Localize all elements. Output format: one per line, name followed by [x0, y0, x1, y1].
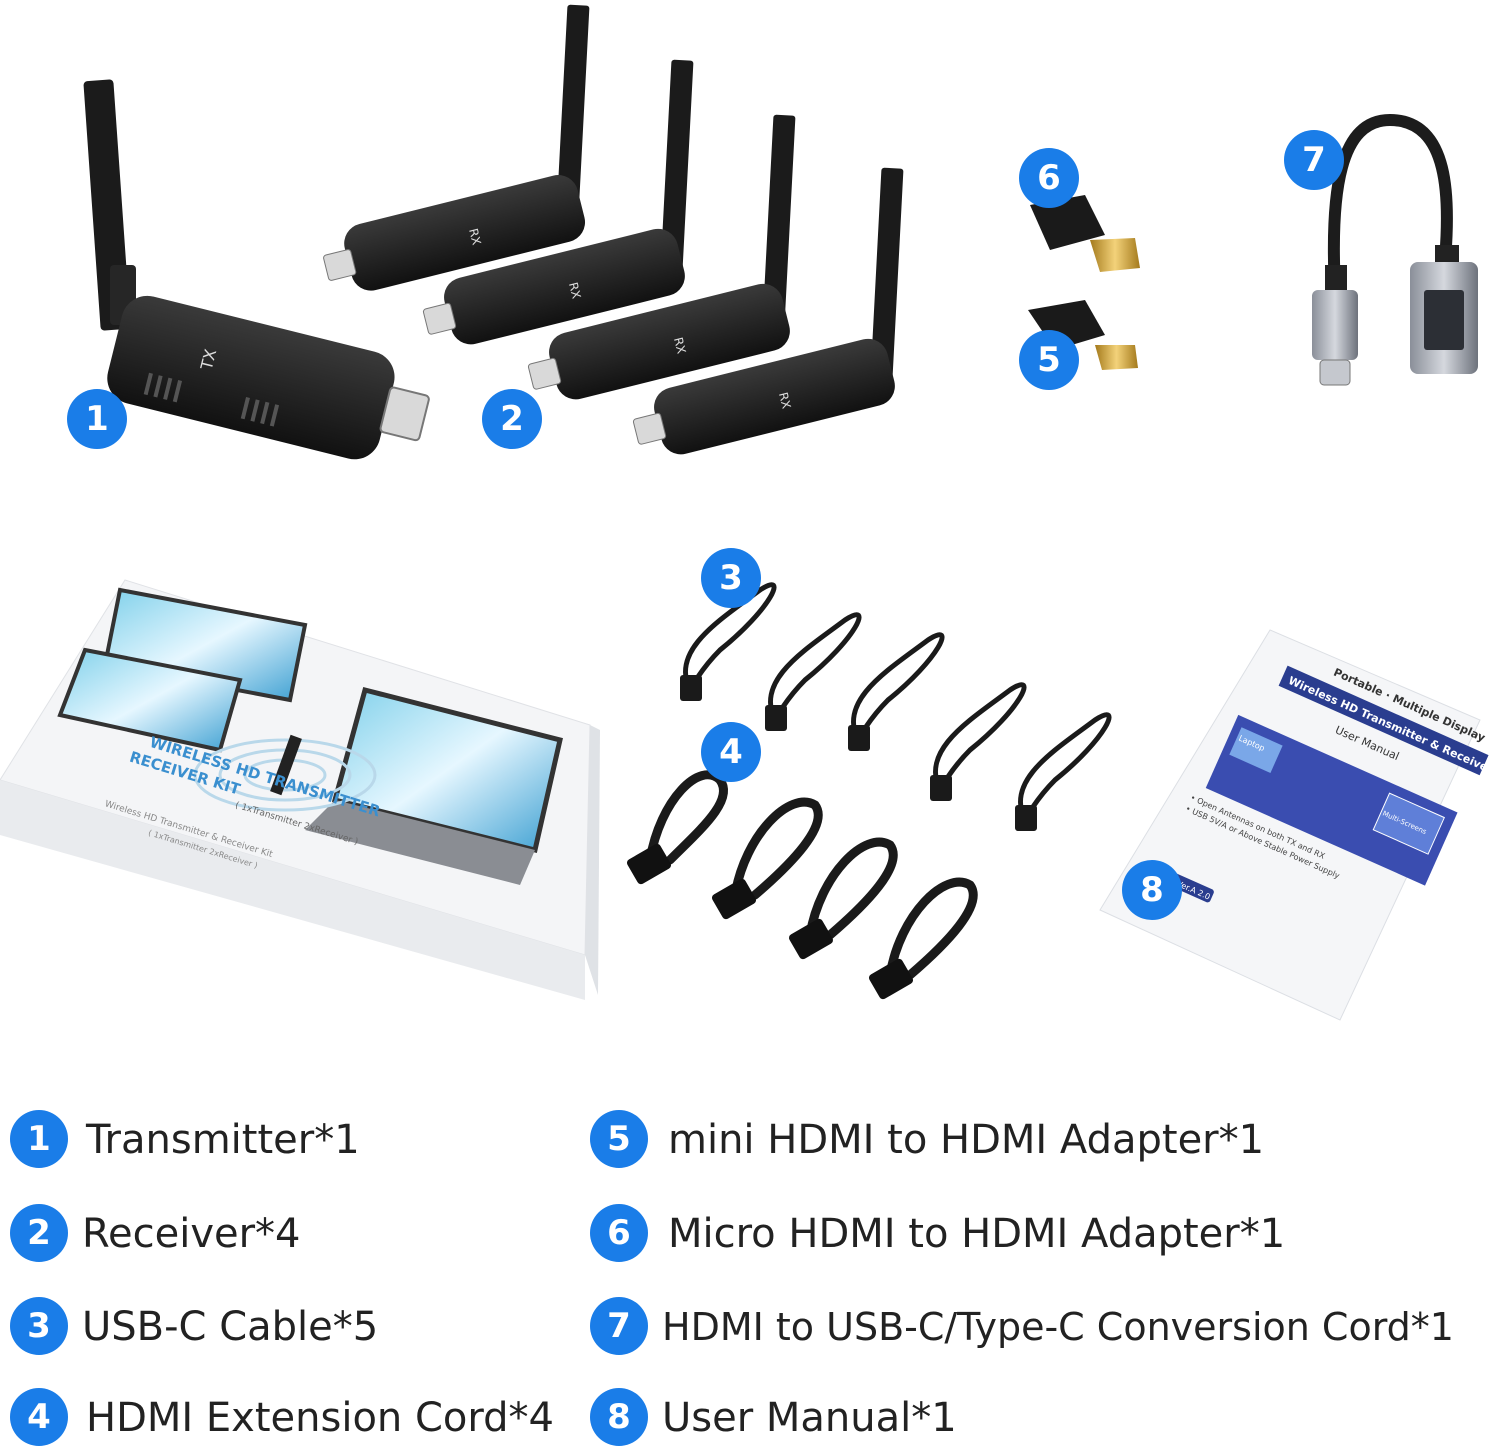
badge-usbc-cable: 3 — [701, 548, 761, 608]
legend-number: 8 — [590, 1388, 648, 1446]
legend-number: 4 — [10, 1388, 68, 1446]
legend-text: Transmitter*1 — [86, 1117, 360, 1163]
legend-text: mini HDMI to HDMI Adapter*1 — [668, 1117, 1265, 1163]
receiver-devices: RX RX RX — [323, 4, 904, 455]
legend-number: 5 — [590, 1110, 648, 1168]
badge-transmitter: 1 — [67, 389, 127, 449]
rx-label-2: RX — [566, 281, 584, 300]
badge-hdmi-extension: 4 — [701, 722, 761, 782]
legend-text: User Manual*1 — [662, 1395, 957, 1441]
legend-number: 2 — [10, 1204, 68, 1262]
rx-label-1: RX — [466, 227, 484, 246]
conversion-cord — [1312, 113, 1478, 386]
badge-receiver: 2 — [482, 389, 542, 449]
badge-conversion-cord: 7 — [1284, 130, 1344, 190]
badge-micro-hdmi-adapter: 6 — [1019, 148, 1079, 208]
legend-text: Receiver*4 — [82, 1211, 301, 1257]
badge-user-manual: 8 — [1122, 860, 1182, 920]
tx-label: TX — [197, 347, 221, 373]
legend-text: Micro HDMI to HDMI Adapter*1 — [668, 1211, 1286, 1257]
legend-number: 7 — [590, 1297, 648, 1355]
badge-mini-hdmi-adapter: 5 — [1019, 330, 1079, 390]
legend-number: 3 — [10, 1297, 68, 1355]
user-manual: Portable · Multiple Display Wireless HD … — [1099, 629, 1495, 1021]
legend-number: 1 — [10, 1110, 68, 1168]
micro-hdmi-adapter — [1030, 195, 1140, 272]
legend-text: USB-C Cable*5 — [82, 1304, 379, 1350]
retail-box: WIRELESS HD TRANSMITTER RECEIVER KIT ( 1… — [0, 579, 600, 1000]
usbc-cables — [682, 582, 1112, 823]
product-illustration: TX RX — [0, 4, 1495, 1021]
legend-number: 6 — [590, 1204, 648, 1262]
legend-text: HDMI to USB-C/Type-C Conversion Cord*1 — [662, 1305, 1454, 1349]
rx-label-4: RX — [776, 391, 794, 410]
legend-text: HDMI Extension Cord*4 — [86, 1395, 554, 1441]
transmitter-device: TX — [83, 79, 430, 460]
rx-label-3: RX — [671, 336, 689, 355]
